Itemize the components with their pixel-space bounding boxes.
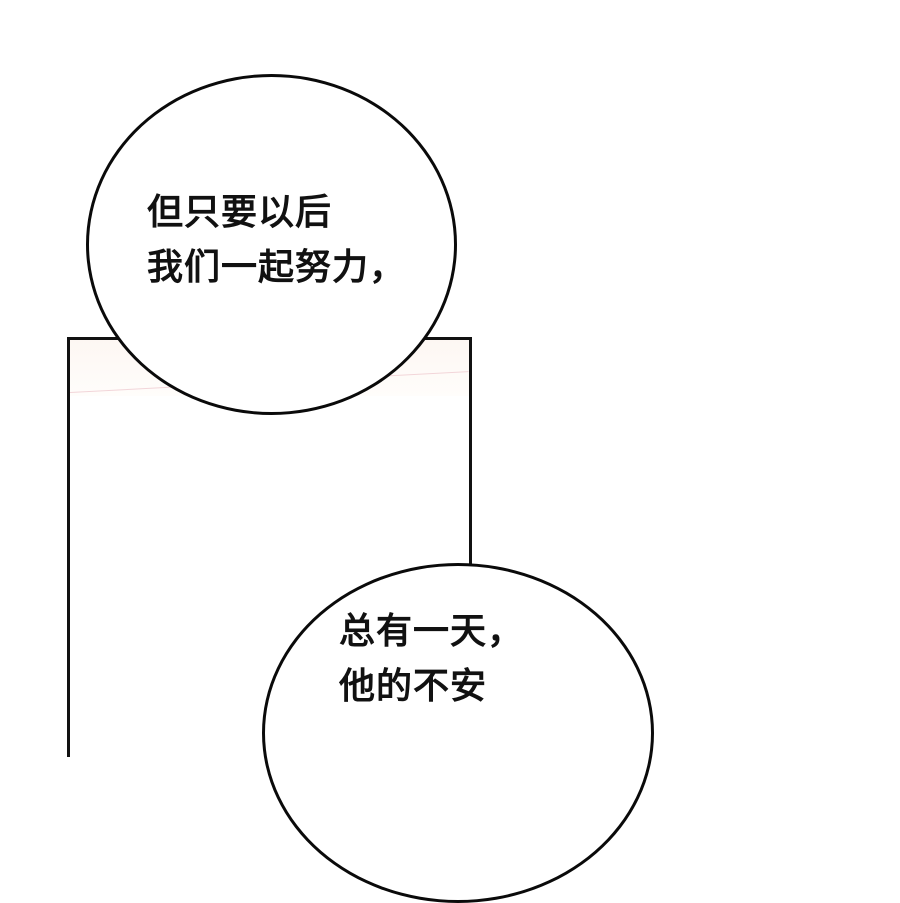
speech-bubble-1-text: 但只要以后 我们一起努力， [147,185,406,295]
speech-line: 我们一起努力， [147,247,407,288]
speech-line: 他的不安 [339,666,488,707]
speech-line: 总有一天， [339,611,525,652]
speech-bubble-2: 总有一天， 他的不安 [262,563,654,903]
speech-bubble-2-text: 总有一天， 他的不安 [339,604,524,714]
speech-bubble-1: 但只要以后 我们一起努力， [86,74,457,415]
speech-line: 但只要以后 [147,192,333,233]
